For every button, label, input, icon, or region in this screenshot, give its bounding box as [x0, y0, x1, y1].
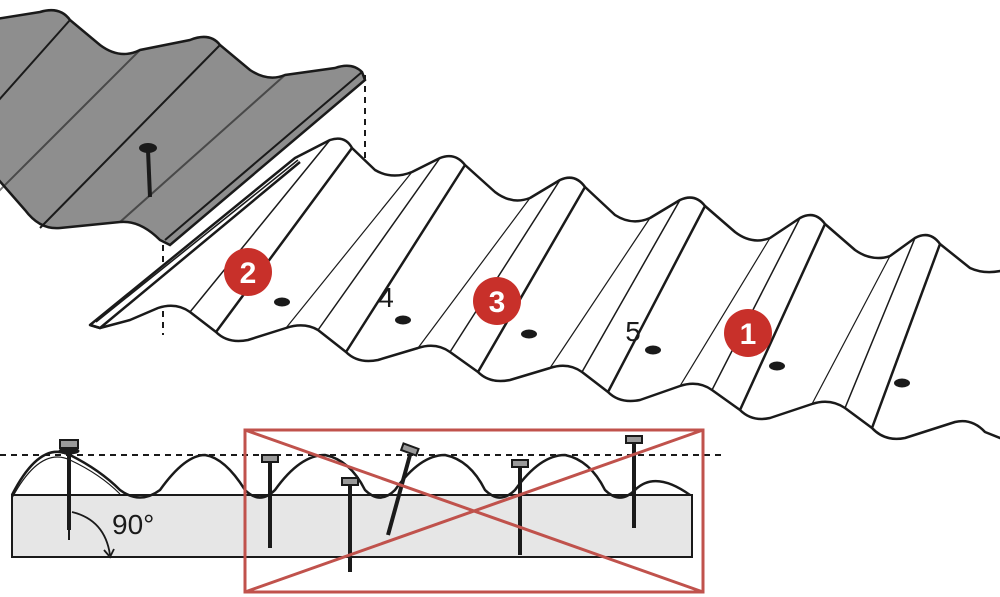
screw-icon	[58, 439, 80, 540]
screw-icon	[511, 459, 529, 555]
screw-icon	[769, 361, 785, 371]
screw-icon	[645, 345, 661, 355]
svg-text:2: 2	[240, 257, 257, 290]
screw-icon	[139, 143, 157, 198]
overlapping-dark-sheet	[0, 9, 367, 247]
fastener-points	[274, 297, 910, 388]
screw-icon	[261, 454, 279, 548]
step-label-4: 4	[378, 282, 394, 313]
svg-text:3: 3	[489, 286, 506, 319]
step-badge-3: 3	[473, 277, 521, 325]
cross-section-detail: 90°	[0, 428, 725, 594]
screw-icon	[894, 378, 910, 388]
screw-icon	[386, 442, 420, 536]
step-badge-2: 2	[224, 248, 272, 296]
screw-icon	[274, 297, 290, 307]
step-label-5: 5	[625, 316, 641, 347]
incorrect-method-cross	[243, 428, 705, 594]
screw-icon	[395, 315, 411, 325]
screw-icon	[341, 477, 359, 572]
svg-text:1: 1	[740, 318, 757, 351]
step-badge-1: 1	[724, 309, 772, 357]
screw-icon	[625, 435, 643, 528]
angle-label: 90°	[112, 509, 154, 540]
screw-icon	[521, 329, 537, 339]
